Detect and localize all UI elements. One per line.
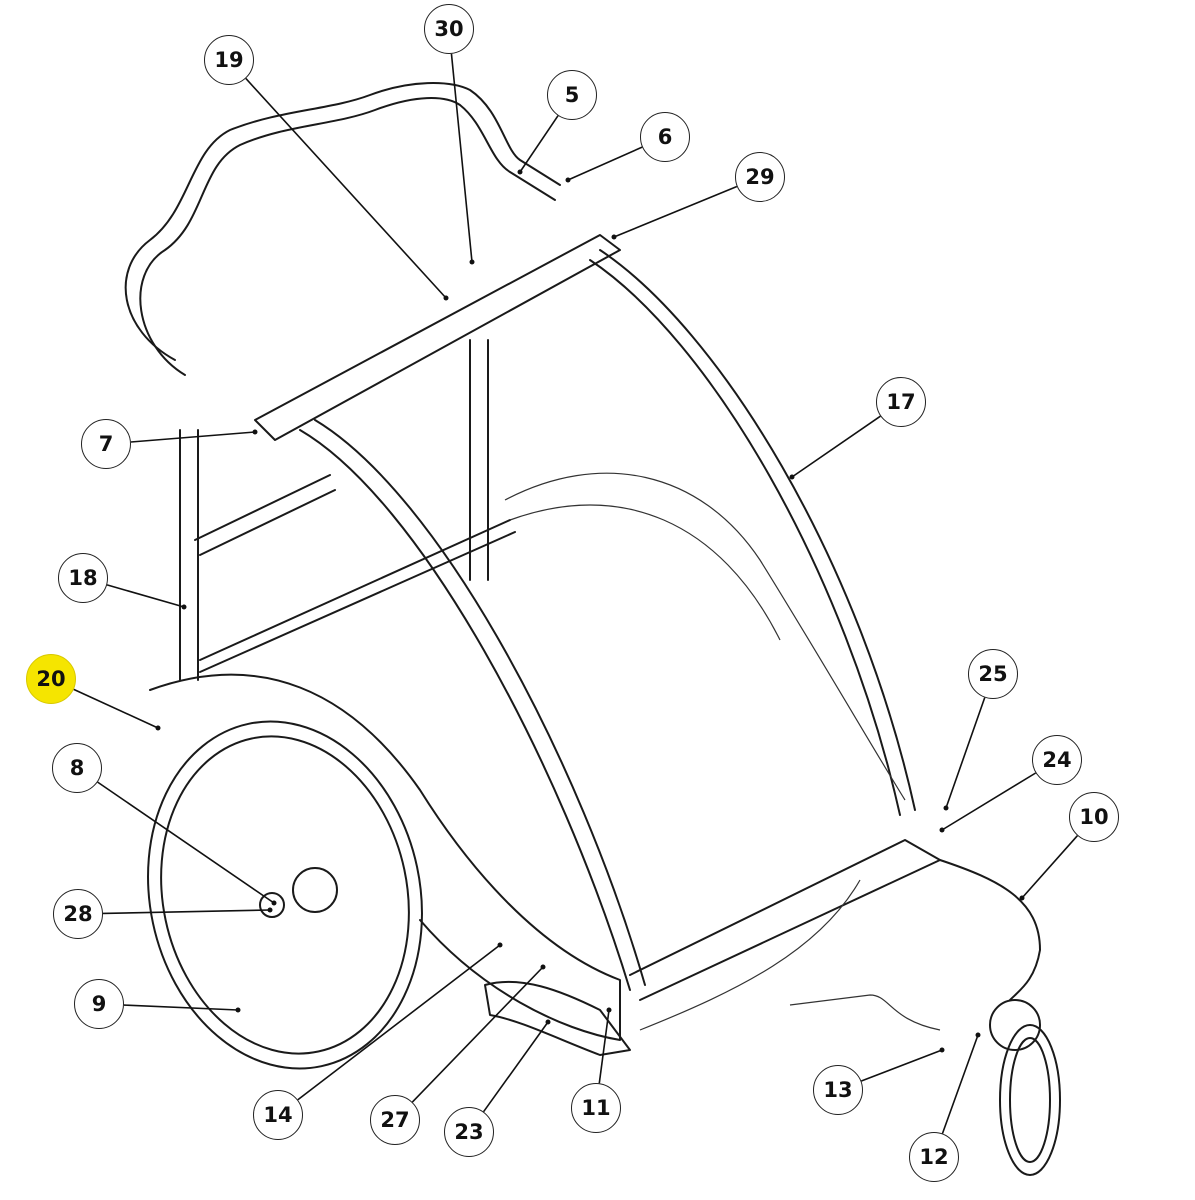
part-callout-11[interactable]: 11 — [571, 1083, 621, 1133]
leader-dot-5 — [517, 169, 523, 175]
part-callout-29[interactable]: 29 — [735, 152, 785, 202]
leader-dot-23 — [545, 1019, 551, 1025]
leader-dot-13 — [939, 1047, 945, 1053]
leader-line-29 — [613, 185, 738, 238]
leader-line-20 — [73, 688, 159, 729]
leader-dot-29 — [611, 234, 617, 240]
part-callout-24[interactable]: 24 — [1032, 735, 1082, 785]
part-callout-9[interactable]: 9 — [74, 979, 124, 1029]
leader-line-5 — [519, 115, 559, 173]
part-callout-30[interactable]: 30 — [424, 4, 474, 54]
leader-line-11 — [598, 1009, 610, 1084]
leader-dot-27 — [540, 964, 546, 970]
handlebar — [124, 82, 561, 376]
canopy-frame — [179, 234, 916, 991]
leader-dot-6 — [565, 177, 571, 183]
part-callout-10[interactable]: 10 — [1069, 792, 1119, 842]
leader-dot-18 — [181, 604, 187, 610]
leader-dot-9 — [235, 1007, 241, 1013]
leader-line-25 — [945, 697, 986, 809]
leader-line-6 — [567, 146, 643, 181]
leader-line-27 — [411, 966, 544, 1103]
leader-lines — [73, 53, 1078, 1134]
leader-line-13 — [861, 1049, 943, 1082]
part-callout-19[interactable]: 19 — [204, 35, 254, 85]
rear-wheel — [147, 720, 423, 1070]
leader-dot-7 — [252, 429, 258, 435]
part-callout-25[interactable]: 25 — [968, 649, 1018, 699]
part-callout-20[interactable]: 20 — [26, 654, 76, 704]
part-callout-23[interactable]: 23 — [444, 1107, 494, 1157]
leader-line-17 — [791, 415, 881, 478]
brake-pedal — [484, 980, 631, 1056]
leader-dot-8 — [271, 900, 277, 906]
leader-dot-17 — [789, 474, 795, 480]
leader-line-30 — [450, 53, 473, 263]
leader-dot-14 — [497, 942, 503, 948]
part-callout-27[interactable]: 27 — [370, 1095, 420, 1145]
leader-line-12 — [941, 1034, 979, 1134]
tub — [149, 472, 941, 1041]
leader-line-14 — [297, 944, 501, 1101]
part-callout-8[interactable]: 8 — [52, 743, 102, 793]
leader-dot-19 — [443, 295, 449, 301]
leader-dot-10 — [1019, 895, 1025, 901]
part-callout-6[interactable]: 6 — [640, 112, 690, 162]
leader-line-7 — [130, 431, 256, 443]
leader-dot-28 — [267, 907, 273, 913]
leader-line-10 — [1021, 835, 1078, 899]
leader-line-8 — [97, 781, 275, 904]
leader-dot-11 — [606, 1007, 612, 1013]
leader-dot-12 — [975, 1032, 981, 1038]
part-callout-17[interactable]: 17 — [876, 377, 926, 427]
part-callout-7[interactable]: 7 — [81, 419, 131, 469]
leader-line-23 — [482, 1021, 549, 1113]
part-callout-18[interactable]: 18 — [58, 553, 108, 603]
front-wheel — [789, 859, 1061, 1176]
part-callout-13[interactable]: 13 — [813, 1065, 863, 1115]
leader-line-24 — [941, 772, 1037, 831]
leader-dot-25 — [943, 805, 949, 811]
leader-dot-30 — [469, 259, 475, 265]
leader-line-28 — [102, 909, 271, 915]
part-callout-28[interactable]: 28 — [53, 889, 103, 939]
leader-dot-20 — [155, 725, 161, 731]
part-callout-14[interactable]: 14 — [253, 1090, 303, 1140]
leader-line-18 — [106, 584, 185, 608]
leader-line-19 — [245, 77, 447, 299]
leader-dot-24 — [939, 827, 945, 833]
part-callout-5[interactable]: 5 — [547, 70, 597, 120]
part-callout-12[interactable]: 12 — [909, 1132, 959, 1182]
leader-line-9 — [123, 1004, 239, 1011]
